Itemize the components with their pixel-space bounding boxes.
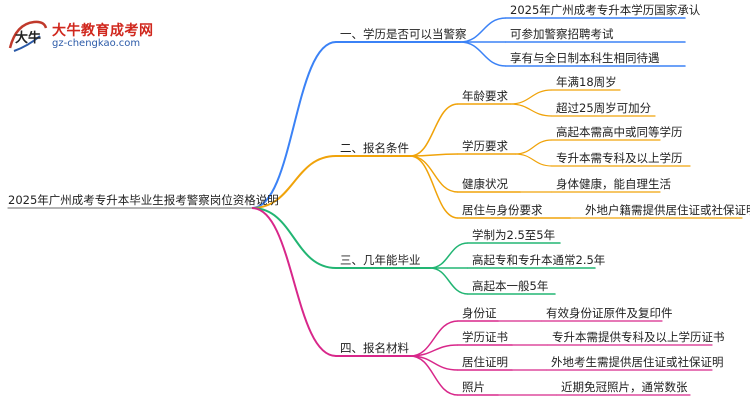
logo-mark-text: 大牛 [15, 30, 41, 46]
child-topic: 年龄要求 [462, 89, 508, 103]
branch-connector [251, 155, 337, 209]
branch-topic: 一、学历是否可以当警察 [340, 27, 467, 41]
leaf-topic: 身体健康，能自理生活 [556, 177, 671, 191]
child-topic: 享有与全日制本科生相同待遇 [510, 51, 660, 65]
leaf-topic: 外地考生需提供居住证或社保证明 [551, 355, 724, 369]
logo-url: gz-chengkao.com [52, 38, 141, 49]
child-topic: 居住证明 [462, 355, 508, 369]
child-topic: 学制为2.5至5年 [472, 228, 556, 242]
child-topic: 2025年广州成考专升本学历国家承认 [510, 3, 701, 17]
child-topic: 照片 [462, 380, 485, 394]
branch-connector [251, 41, 337, 209]
child-topic: 身份证 [462, 306, 497, 320]
leaf-topic: 近期免冠照片，通常数张 [561, 380, 688, 394]
child-connector [459, 41, 507, 67]
child-topic: 居住与身份要求 [462, 203, 543, 217]
child-connector [429, 242, 469, 269]
child-connector [409, 155, 459, 219]
leaf-connector [514, 153, 553, 167]
leaf-connector [509, 89, 553, 105]
leaf-topic: 专升本需提供专科及以上学历证书 [552, 330, 725, 344]
leaf-topic: 高起本需高中或同等学历 [556, 125, 683, 139]
leaf-topic: 超过25周岁可加分 [556, 101, 652, 115]
child-topic: 学历要求 [462, 139, 508, 153]
branch-topic: 二、报名条件 [340, 141, 409, 155]
leaf-connector [509, 103, 553, 117]
branch-connector [251, 207, 337, 269]
logo-title: 大牛教育成考网 [52, 23, 154, 39]
leaf-topic: 专升本需专科及以上学历 [556, 151, 683, 165]
branch-connector [251, 207, 337, 357]
child-connector [429, 267, 469, 295]
child-connector [409, 355, 459, 396]
root-topic: 2025年广州成考专升本毕业生报考警察岗位资格说明 [8, 193, 279, 207]
child-topic: 高起专和专升本通常2.5年 [472, 253, 606, 267]
child-topic: 高起本一般5年 [472, 279, 549, 293]
branch-topic: 三、几年能毕业 [340, 253, 421, 267]
leaf-connector [514, 139, 553, 155]
site-logo[interactable]: 大牛 大牛教育成考网 gz-chengkao.com [6, 18, 166, 54]
child-topic: 学历证书 [462, 330, 508, 344]
leaf-topic: 年满18周岁 [556, 75, 617, 89]
child-connector [409, 103, 459, 157]
child-topic: 可参加警察招聘考试 [510, 27, 614, 41]
leaf-topic: 有效身份证原件及复印件 [546, 306, 673, 320]
logo-mark-icon: 大牛 [8, 20, 48, 52]
branch-topic: 四、报名材料 [340, 341, 409, 355]
child-topic: 健康状况 [462, 177, 508, 191]
leaf-topic: 外地户籍需提供居住证或社保证明 [585, 203, 750, 217]
